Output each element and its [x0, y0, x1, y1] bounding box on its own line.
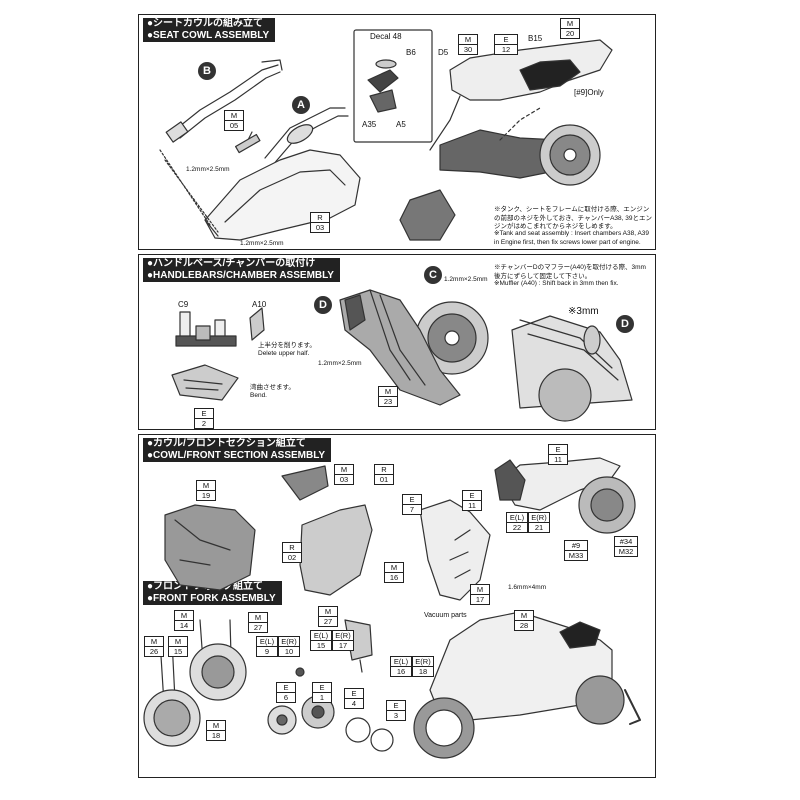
label-c9: C9: [178, 300, 189, 309]
engine-front-drawing: [164, 504, 256, 591]
muffler-closeup-drawing: [511, 315, 633, 422]
label-b6: B6: [406, 48, 416, 57]
ref-er10: E(R)10: [278, 636, 300, 657]
callout-a: A: [292, 96, 310, 114]
ref-el22: E(L)22: [506, 512, 528, 533]
callout-d1: D: [314, 296, 332, 314]
handlebars-title-en: ●HANDLEBARS/CHAMBER ASSEMBLY: [147, 270, 334, 281]
handlebars-header: ●ハンドルベース/チャンバーの取付け ●HANDLEBARS/CHAMBER A…: [143, 258, 340, 282]
seat-cowl-header: ●シートカウルの組み立て ●SEAT COWL ASSEMBLY: [143, 18, 276, 42]
cowl-title-en: ●COWL/FRONT SECTION ASSEMBLY: [147, 450, 326, 461]
note-seat-jp: ※タンク、シートをフレームに取付ける際、エンジンの前部のネジを外しておき、チャン…: [494, 206, 652, 230]
ref-group-e9-e10: E(L)9 E(R)10: [256, 636, 300, 657]
label-vacuum: Vacuum parts: [424, 612, 467, 619]
ref-er18: E(R)18: [412, 656, 434, 677]
ref-group-e15-e17: E(L)15 E(R)17: [310, 630, 354, 651]
label-only9: [#9]Only: [574, 88, 604, 97]
decal-detail-drawing: [353, 29, 433, 143]
seat-cowl-title-jp: ●シートカウルの組み立て: [147, 18, 264, 29]
label-screw5: 1.6mm×4mm: [508, 584, 547, 591]
cowl-pieces-drawing: [281, 465, 491, 601]
label-3mm: ※3mm: [568, 306, 599, 317]
label-a10: A10: [252, 300, 267, 309]
chamber-a-drawing: [264, 107, 349, 167]
ref-el15: E(L)15: [310, 630, 332, 651]
ref-el9: E(L)9: [256, 636, 278, 657]
note-muffler-en: ※Muffler (A40) : Shift back in 3mm then …: [494, 280, 619, 287]
ref-group-e22-e21: E(L)22 E(R)21: [506, 512, 550, 533]
cowl-full-bike-drawing: [494, 457, 636, 534]
note-delete-jp: 上半分を削ります。: [258, 342, 316, 349]
note-seat-en: ※Tank and seat assembly : Insert chamber…: [494, 230, 650, 246]
cowl-header: ●カウル/フロントセクション組立て ●COWL/FRONT SECTION AS…: [143, 438, 332, 462]
label-d5: D5: [438, 48, 449, 57]
handlebars-title-jp: ●ハンドルベース/チャンバーの取付け: [147, 258, 316, 269]
note-muffler-jp: ※チャンバーDのマフラー(A40)を取付ける際、3mm後方にずらして固定して下さ…: [494, 264, 646, 280]
label-screw1: 1.2mm×2.5mm: [186, 166, 230, 173]
label-screw3: 1.2mm×2.5mm: [444, 276, 488, 283]
front-fork-drawing: [143, 619, 247, 747]
callout-b: B: [198, 62, 216, 80]
label-b15: B15: [528, 34, 543, 43]
note-delete-en: Delete upper half.: [258, 350, 310, 357]
callout-d2: D: [616, 315, 634, 333]
front-chassis-drawing: [339, 289, 489, 406]
handlebar-base-drawing: [171, 307, 265, 401]
callout-c: C: [424, 266, 442, 284]
cowl-title-jp: ●カウル/フロントセクション組立て: [147, 438, 306, 449]
note-bend-jp: 湾曲させます。: [250, 384, 295, 391]
label-a35: A35: [362, 120, 377, 129]
ref-er17: E(R)17: [332, 630, 354, 651]
rear-frame-drawing: [399, 39, 613, 241]
seat-cowl-title-en: ●SEAT COWL ASSEMBLY: [147, 30, 270, 41]
ref-group-e16-e18: E(L)16 E(R)18: [390, 656, 434, 677]
fork-title-en: ●FRONT FORK ASSEMBLY: [147, 593, 276, 604]
label-screw4: 1.2mm×2.5mm: [318, 360, 362, 367]
ref-er21: E(R)21: [528, 512, 550, 533]
ref-el16: E(L)16: [390, 656, 412, 677]
label-decal48: Decal 48: [370, 32, 402, 41]
exhaust-pipe-b-drawing: [165, 59, 283, 143]
label-screw2: 1.2mm×2.5mm: [240, 240, 284, 247]
seat-cowl-body-drawing: [204, 149, 361, 241]
brake-discs-drawing: [267, 695, 394, 752]
label-a5: A5: [396, 120, 406, 129]
final-bike-drawing: [413, 611, 641, 759]
note-bend-en: Bend.: [250, 392, 267, 399]
